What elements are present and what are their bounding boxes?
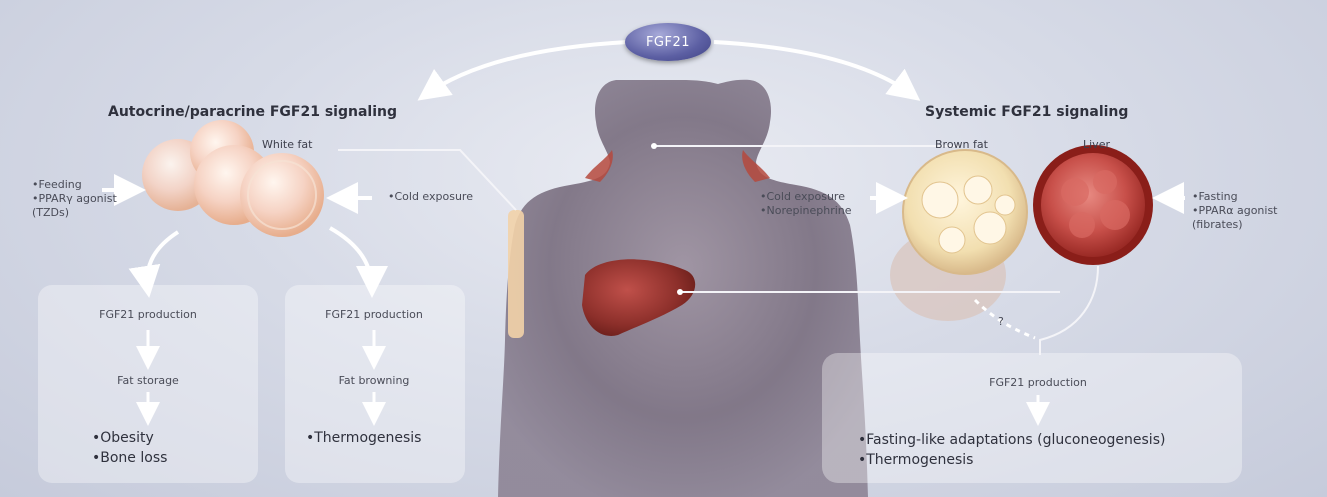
- panel2-effect: Fat browning: [339, 374, 410, 387]
- input-pparg: •PPARγ agonist: [32, 192, 117, 206]
- outcome-fasting-adaptations: •Fasting-like adaptations (gluconeogenes…: [858, 430, 1165, 450]
- input-feeding: •Feeding: [32, 178, 117, 192]
- right-title: Systemic FGF21 signaling: [925, 104, 1128, 120]
- input-cold-white: •Cold exposure: [388, 190, 473, 204]
- input-norepinephrine: •Norepinephrine: [760, 204, 852, 218]
- panel1-production: FGF21 production: [99, 308, 197, 321]
- arc-left: [424, 42, 628, 96]
- panel2-production: FGF21 production: [325, 308, 423, 321]
- fgf21-hub-label: FGF21: [646, 35, 690, 50]
- right-production: FGF21 production: [989, 376, 1087, 389]
- arm-fat-strip: [508, 210, 524, 338]
- unknown-mark: ?: [998, 315, 1004, 328]
- outcome-thermogenesis-left: •Thermogenesis: [306, 428, 421, 448]
- white-fat-label: White fat: [262, 138, 312, 151]
- brown-fat-label: Brown fat: [935, 138, 988, 151]
- outcome-thermogenesis-right: •Thermogenesis: [858, 450, 1165, 470]
- outcome-bone-loss: •Bone loss: [92, 448, 167, 468]
- left-title: Autocrine/paracrine FGF21 signaling: [108, 104, 397, 120]
- input-cold-brown: •Cold exposure: [760, 190, 852, 204]
- fgf21-hub: FGF21: [625, 23, 711, 61]
- right-outcomes: •Fasting-like adaptations (gluconeogenes…: [858, 430, 1165, 470]
- arrow-whitefat-to-panel1: [147, 232, 178, 290]
- brown-fat-inputs: •Cold exposure •Norepinephrine: [760, 190, 852, 218]
- input-ppara: •PPARα agonist: [1192, 204, 1278, 218]
- panel1-effect: Fat storage: [117, 374, 179, 387]
- input-fasting: •Fasting: [1192, 190, 1278, 204]
- brown-fat-cells: [890, 150, 1027, 321]
- input-tzds: (TZDs): [32, 206, 117, 220]
- liver-disc: [1033, 145, 1153, 265]
- liver-label: Liver: [1083, 138, 1110, 151]
- liver-inputs: •Fasting •PPARα agonist (fibrates): [1192, 190, 1278, 232]
- arrow-whitefat-to-panel2: [330, 228, 372, 290]
- input-fibrates: (fibrates): [1192, 218, 1278, 232]
- panel1-outcomes: •Obesity •Bone loss: [92, 428, 167, 468]
- outcome-obesity: •Obesity: [92, 428, 167, 448]
- panel2-outcomes: •Thermogenesis: [306, 428, 421, 448]
- white-fat-inputs: •Feeding •PPARγ agonist (TZDs): [32, 178, 117, 220]
